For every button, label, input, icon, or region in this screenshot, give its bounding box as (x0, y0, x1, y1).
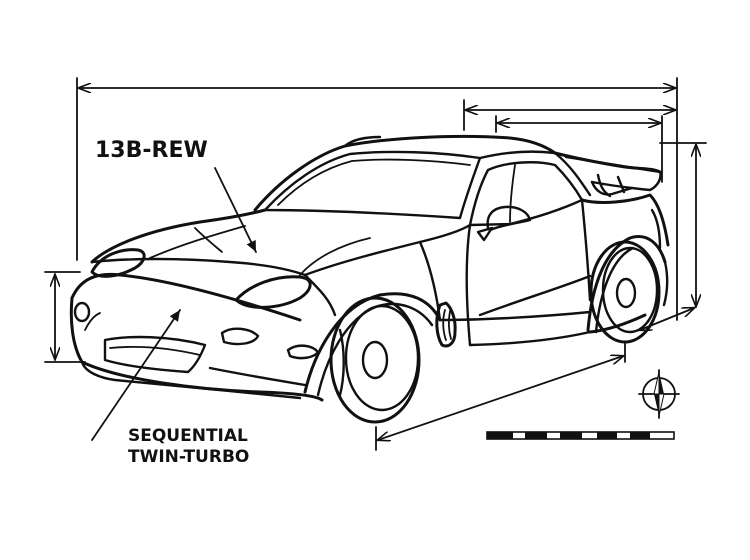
engine-label: 13B-REW (95, 138, 208, 163)
wheelbase-dimension (378, 356, 623, 440)
rear-wheel (589, 240, 661, 344)
turbo-label-line1: SEQUENTIAL (128, 426, 248, 446)
compass-north-arrow-icon (638, 369, 680, 419)
car-body (69, 134, 670, 402)
dimension-lines (44, 77, 707, 451)
turbo-leader-arrow (91, 309, 181, 441)
leader-arrows (91, 167, 257, 441)
scale-bar (486, 431, 675, 440)
engine-leader-arrow (214, 167, 257, 253)
turbo-label-line2: TWIN-TURBO (128, 447, 249, 467)
front-wheel (329, 296, 421, 424)
